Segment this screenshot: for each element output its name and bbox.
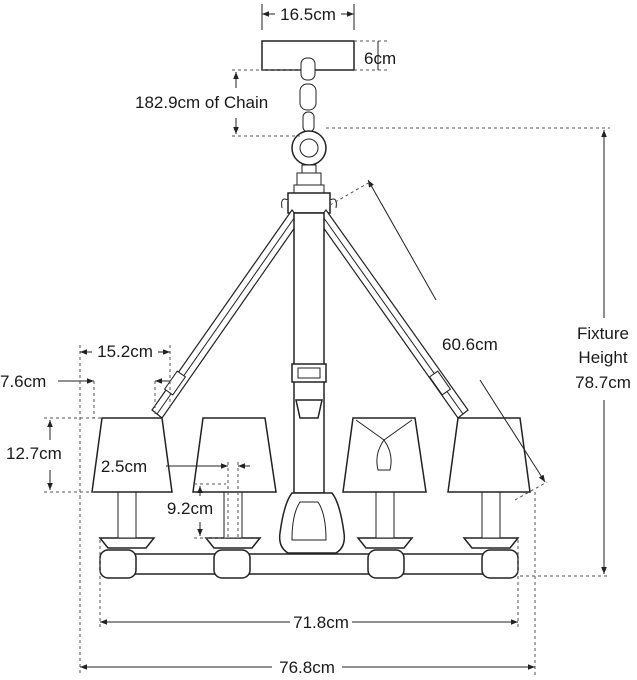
dimension-lines: [44, 4, 610, 675]
fixture-height-label-2: Height: [578, 348, 627, 367]
chain-label: 182.9cm of Chain: [135, 93, 268, 112]
dimension-labels: 16.5cm 6cm 182.9cm of Chain 60.6cm Fixtu…: [0, 5, 631, 677]
shades: [91, 417, 531, 493]
bobeches: [98, 537, 520, 549]
candle-sleeves: [117, 489, 501, 539]
center-stem: [293, 212, 325, 494]
canopy-width-label: 16.5cm: [280, 5, 336, 24]
top-cap: [281, 164, 337, 214]
fixture-height-label-3: 78.7cm: [575, 373, 631, 392]
bulb: [376, 439, 392, 471]
socket-height-label: 9.2cm: [167, 499, 213, 518]
horizontal-bar: [107, 553, 511, 575]
shade-offset-label: 7.6cm: [0, 372, 46, 391]
diagonal-label: 60.6cm: [442, 335, 498, 354]
chain: [299, 57, 317, 133]
shade-height-label: 12.7cm: [6, 444, 62, 463]
shade-top-label: 15.2cm: [97, 342, 153, 361]
canopy-height-label: 6cm: [364, 49, 396, 68]
fixture-drawing: [91, 40, 531, 579]
overall-width-label: 76.8cm: [279, 658, 335, 677]
inner-width-label: 71.8cm: [293, 613, 349, 632]
fixture-height-label-1: Fixture: [577, 324, 629, 343]
socket-label: 2.5cm: [101, 457, 147, 476]
